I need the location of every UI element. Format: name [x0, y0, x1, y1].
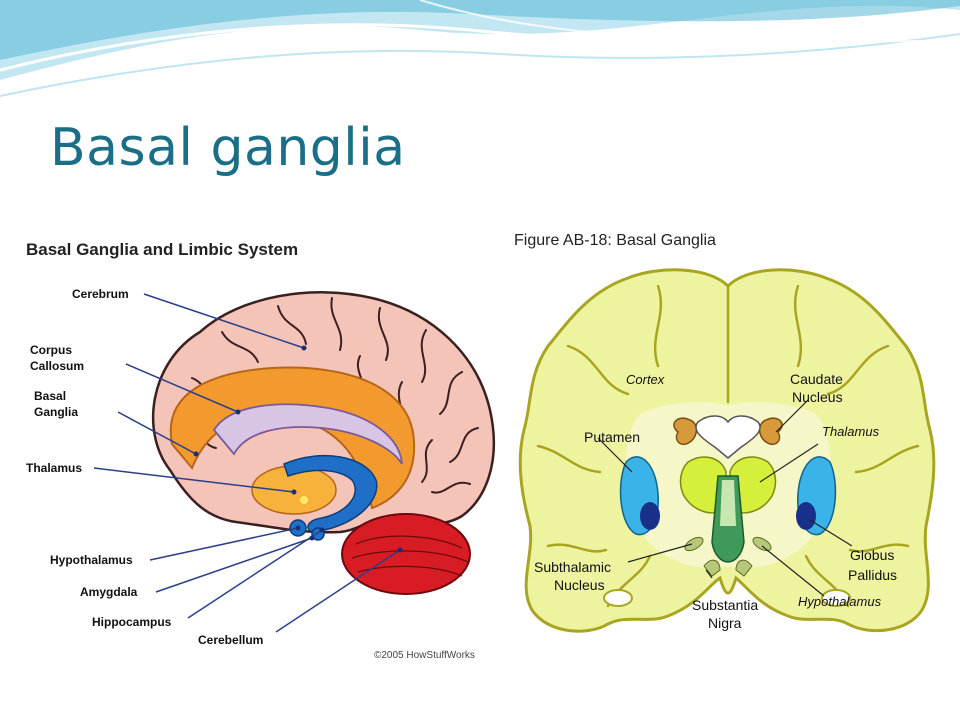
- label-basal-ganglia-2: Ganglia: [34, 405, 78, 419]
- cerebellum-shape: [341, 513, 471, 595]
- label-thalamus: Thalamus: [26, 461, 82, 475]
- globus-pallidus-left: [640, 502, 660, 530]
- label-cerebellum: Cerebellum: [198, 633, 263, 647]
- hippocampus-shape: [283, 454, 378, 533]
- thalamus-shape-right: [679, 456, 727, 514]
- label-caudate-2: Nucleus: [792, 389, 843, 405]
- limbic-diagram: Cerebrum Corpus Callosum Basal Ganglia T…: [26, 287, 496, 647]
- coronal-figure-title: Figure AB-18: Basal Ganglia: [514, 232, 716, 249]
- slide-title: Basal ganglia: [50, 118, 406, 178]
- limbic-figure-title: Basal Ganglia and Limbic System: [26, 240, 299, 259]
- label-substantia-2: Nigra: [708, 615, 742, 631]
- caudate-right: [758, 417, 783, 446]
- header-wave: [0, 0, 960, 97]
- label-amygdala: Amygdala: [80, 585, 138, 599]
- label-basal-ganglia-1: Basal: [34, 389, 66, 403]
- label-substantia-1: Substantia: [692, 597, 758, 613]
- label-globus-1: Globus: [850, 547, 894, 563]
- label-subthalamic-1: Subthalamic: [534, 559, 611, 575]
- coronal-figure: Figure AB-18: Basal Ganglia: [508, 226, 948, 656]
- label-corpus-callosum-2: Callosum: [30, 359, 84, 373]
- basal-ganglia-shape: [212, 403, 403, 465]
- label-globus-2: Pallidus: [848, 567, 897, 583]
- label-hippocampus: Hippocampus: [92, 615, 172, 629]
- label-caudate-1: Caudate: [790, 371, 843, 387]
- label-subthalamic-2: Nucleus: [554, 577, 605, 593]
- label-hypothalamus-right: Hypothalamus: [798, 594, 882, 609]
- globus-pallidus-right: [796, 502, 816, 530]
- label-hypothalamus: Hypothalamus: [50, 553, 133, 567]
- coronal-diagram: Cortex Caudate Nucleus Putamen Thalamus …: [518, 268, 936, 633]
- label-corpus-callosum-1: Corpus: [30, 343, 72, 357]
- label-cerebrum: Cerebrum: [72, 287, 129, 301]
- image-credit: ©2005 HowStuffWorks: [374, 650, 475, 661]
- caudate-left: [673, 417, 698, 446]
- label-cortex: Cortex: [626, 372, 665, 387]
- label-thalamus-right: Thalamus: [822, 424, 880, 439]
- limbic-figure: Basal Ganglia and Limbic System: [22, 232, 502, 672]
- label-putamen: Putamen: [584, 429, 640, 445]
